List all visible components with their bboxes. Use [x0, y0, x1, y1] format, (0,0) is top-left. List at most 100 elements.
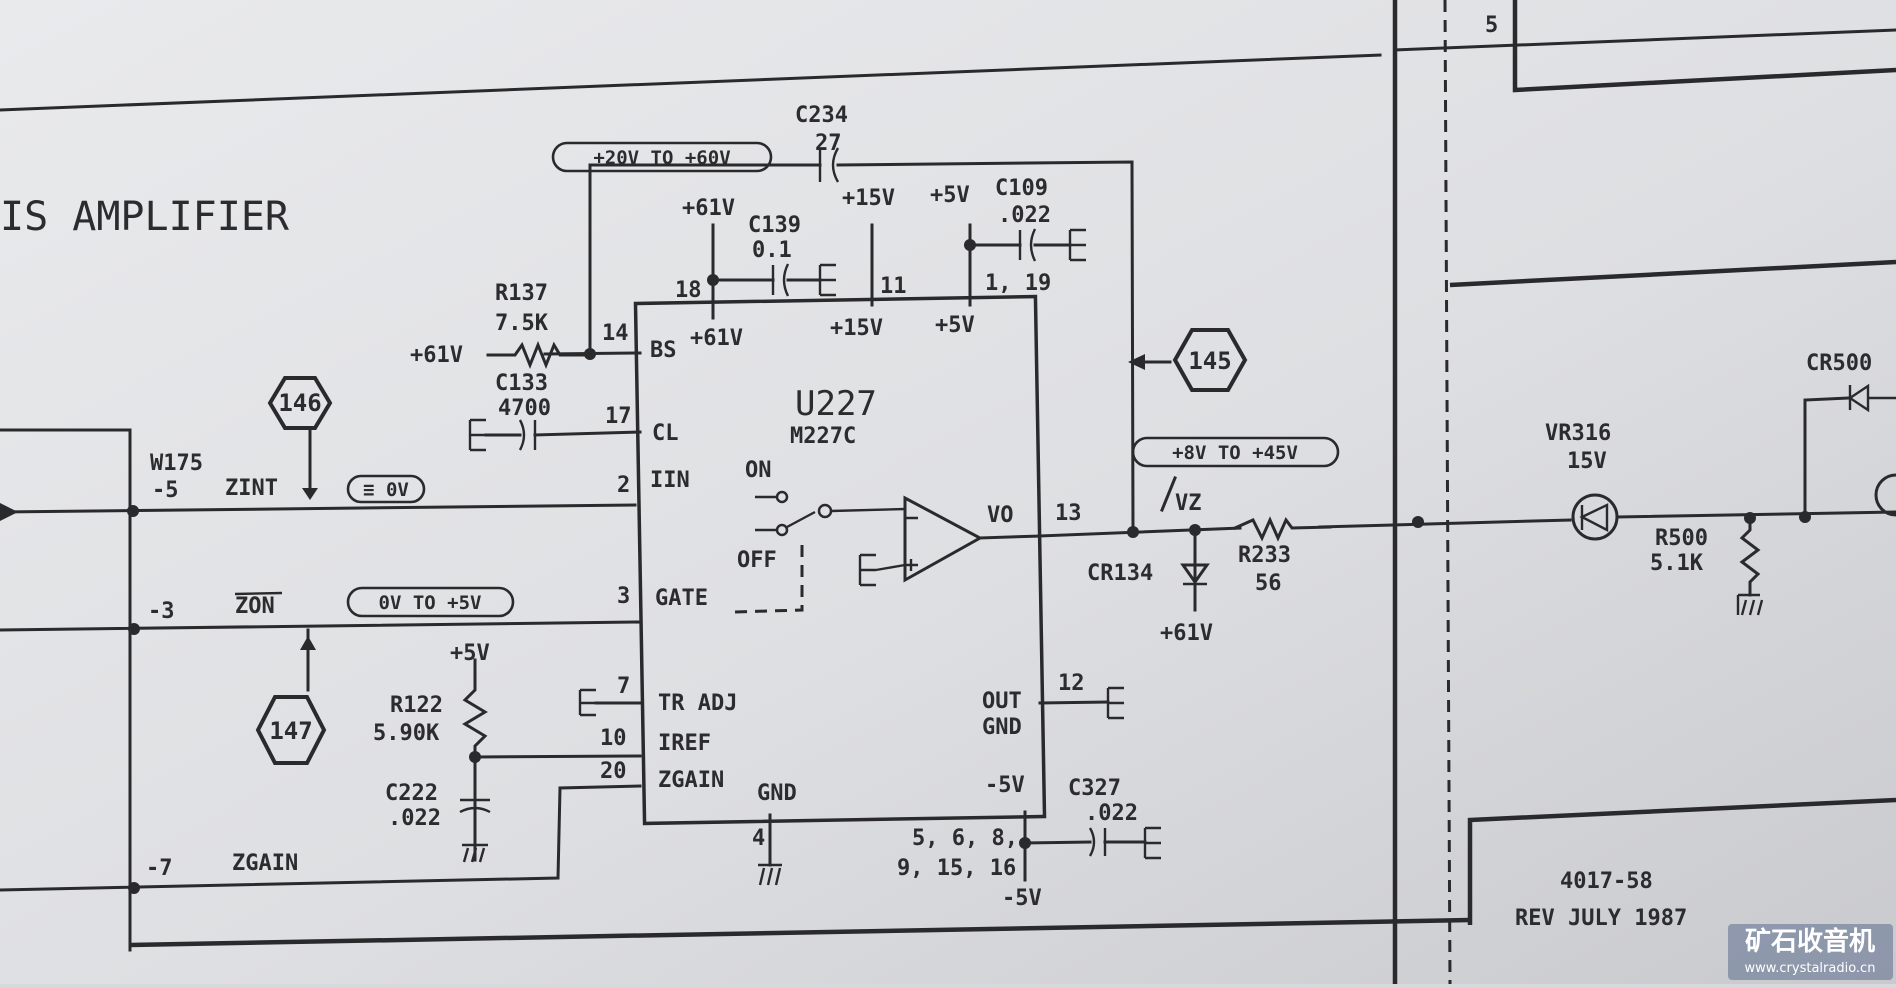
pin-name-15v: +15V: [830, 316, 883, 341]
u227-ic-body: [633, 294, 1047, 826]
input-wiring: [0, 428, 642, 894]
bs-range-tag: +20V TO +60V: [593, 147, 730, 169]
pin-name-out-gnd: GND: [982, 715, 1022, 740]
c234-value: 27: [815, 131, 842, 156]
vz-range-pill: [1131, 436, 1340, 468]
pin-num-12: 12: [1058, 671, 1085, 696]
signal-vz: VZ: [1175, 491, 1202, 516]
c327-value: .022: [1085, 801, 1138, 826]
ic-ref: U227: [795, 384, 877, 424]
r500-ref: R500: [1655, 526, 1708, 551]
c139-ref: C139: [748, 213, 801, 238]
rail-c139-top: +61V: [682, 196, 735, 221]
revision-date: REV JULY 1987: [1515, 906, 1687, 931]
pin-num-13: 13: [1055, 501, 1082, 526]
rail-cr134-bottom: +61V: [1160, 621, 1213, 646]
cr134-ref: CR134: [1087, 561, 1153, 586]
c133-capacitor: [468, 418, 642, 452]
pin-num-11: 11: [880, 274, 907, 299]
pin-num-3: 3: [617, 584, 630, 609]
watermark-backdrop: [1728, 924, 1893, 980]
test-point-stems: [300, 428, 318, 692]
tp145-label: 145: [1188, 347, 1231, 375]
c234-ref: C234: [795, 103, 848, 128]
connector-ref: W175: [150, 451, 203, 476]
connector-pin5: -5: [152, 478, 179, 503]
vr316-ref: VR316: [1545, 421, 1611, 446]
pin-num-7: 7: [617, 674, 630, 699]
switch-off-label: OFF: [737, 548, 777, 573]
bottom-pins: [758, 686, 1161, 886]
ic-part: M227C: [790, 424, 856, 449]
pin-name-tradj: TR ADJ: [658, 691, 737, 716]
c327-ref: C327: [1068, 776, 1121, 801]
pin-num-14: 14: [602, 321, 629, 346]
r137-resistor: [486, 340, 592, 370]
signal-zgain: ZGAIN: [232, 851, 298, 876]
connector-pin3: -3: [148, 599, 175, 624]
signal-zon: ZON: [235, 594, 275, 619]
test-point-145: 145: [1172, 328, 1248, 392]
pin-name-out: OUT: [982, 689, 1022, 714]
pin-name-cl: CL: [652, 421, 679, 446]
switch-on-label: ON: [745, 458, 772, 483]
pin-num-4: 4: [752, 826, 765, 851]
c222-ref: C222: [385, 781, 438, 806]
c133-ref: C133: [495, 371, 548, 396]
test-point-5: 5: [1485, 13, 1498, 38]
vz-pointer-line: [1160, 476, 1177, 512]
watermark: 矿石收音机 www.crystalradio.cn: [1728, 924, 1893, 980]
pin-num-neg-a: 5, 6, 8,: [912, 826, 1018, 851]
zint-level-tag: ≡ 0V: [363, 479, 409, 501]
rail-pin11-top: +15V: [842, 186, 895, 211]
watermark-text: 矿石收音机: [1745, 926, 1875, 957]
rail-r122-top: +5V: [450, 641, 490, 666]
r137-ref: R137: [495, 281, 548, 306]
drawing-number: 4017-58: [1560, 869, 1653, 894]
pin-num-neg-b: 9, 15, 16: [897, 856, 1016, 881]
page-title: IS AMPLIFIER: [0, 194, 290, 240]
r500-value: 5.1K: [1650, 551, 1704, 576]
r233-value: 56: [1255, 571, 1282, 596]
test-point-147: 147: [255, 695, 327, 765]
zint-level-pill: [346, 474, 426, 504]
rail-pin1-19-top: +5V: [930, 183, 970, 208]
rail-neg5v-bottom: -5V: [1002, 886, 1042, 911]
pin-name-zgain: ZGAIN: [658, 768, 724, 793]
pin-name-bs: BS: [650, 338, 677, 363]
pin-name-gnd: GND: [757, 781, 797, 806]
r137-value: 7.5K: [495, 311, 549, 336]
test-point-146: 146: [267, 376, 333, 430]
r122-value: 5.90K: [373, 721, 440, 746]
pin-name-neg5v: -5V: [985, 773, 1025, 798]
c109-ref: C109: [995, 176, 1048, 201]
pin-name-vo: VO: [987, 503, 1014, 528]
c133-value: 4700: [498, 396, 551, 421]
pin-num-2: 2: [617, 473, 630, 498]
bs-range-pill: [551, 141, 773, 173]
cr500-ref: CR500: [1806, 351, 1872, 376]
c222-value: .022: [388, 806, 441, 831]
rail-r137-left: +61V: [410, 343, 463, 368]
pin-num-20: 20: [600, 759, 627, 784]
vr316-value: 15V: [1567, 449, 1607, 474]
pin-num-1-19: 1, 19: [985, 271, 1051, 296]
c139-value: 0.1: [752, 238, 792, 263]
r122-c222-network: [459, 658, 642, 863]
connector-pin7: -7: [146, 856, 173, 881]
watermark-url: www.crystalradio.cn: [1745, 961, 1876, 976]
signal-zint: ZINT: [225, 476, 278, 501]
pin-name-gate: GATE: [655, 586, 708, 611]
r122-ref: R122: [390, 693, 443, 718]
pin-num-17: 17: [605, 404, 632, 429]
r233-ref: R233: [1238, 543, 1291, 568]
vz-range-tag: +8V TO +45V: [1172, 442, 1298, 464]
pin-num-18: 18: [675, 278, 702, 303]
pin-name-iin: IIN: [650, 468, 690, 493]
pin-name-61v: +61V: [690, 326, 743, 351]
signal-zon-overbar: [234, 591, 283, 596]
pin-name-5v: +5V: [935, 313, 975, 338]
